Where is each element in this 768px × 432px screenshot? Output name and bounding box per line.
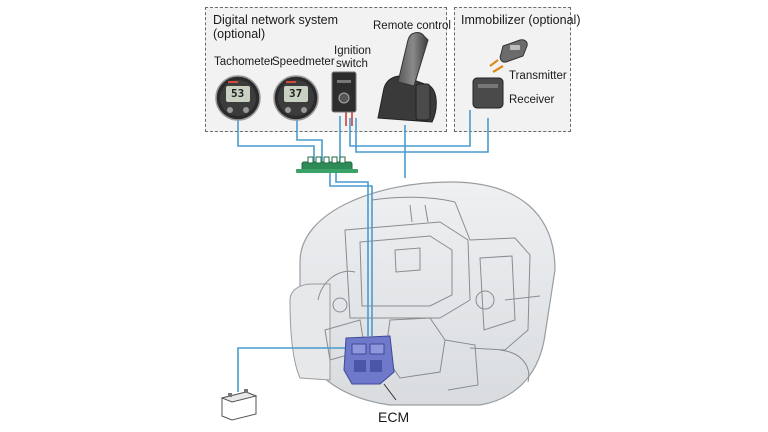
network-panel-title: Digital network system <box>213 13 339 27</box>
speedmeter-readout: 37 <box>289 87 303 100</box>
tachometer-gauge <box>215 75 261 121</box>
tachometer-readout: 53 <box>231 87 245 100</box>
outboard-engine <box>289 181 556 406</box>
ignition-label-line1: Ignition <box>334 45 372 57</box>
receiver-unit <box>472 77 504 109</box>
ignition-label-line2: switch <box>336 58 368 70</box>
speedmeter-label: Speedmeter <box>272 56 335 68</box>
network-panel-subtitle: (optional) <box>213 27 266 41</box>
battery <box>220 389 258 421</box>
ignition-switch-unit <box>331 71 357 113</box>
ecm-label: ECM <box>378 409 410 425</box>
transmitter-label: Transmitter <box>509 70 567 82</box>
speedmeter-gauge <box>273 75 319 121</box>
remote-control-unit <box>377 32 437 123</box>
remote-control-label: Remote control <box>373 20 451 32</box>
network-hub <box>296 156 358 173</box>
ecm-module <box>343 335 397 401</box>
immobilizer-panel <box>454 7 571 132</box>
remote-cable <box>345 112 353 126</box>
wiring-harness <box>237 110 489 392</box>
receiver-label: Receiver <box>509 94 555 106</box>
tachometer-label: Tachometer <box>214 56 275 68</box>
transmitter-fob <box>489 39 528 73</box>
immobilizer-panel-title: Immobilizer (optional) <box>461 13 581 27</box>
